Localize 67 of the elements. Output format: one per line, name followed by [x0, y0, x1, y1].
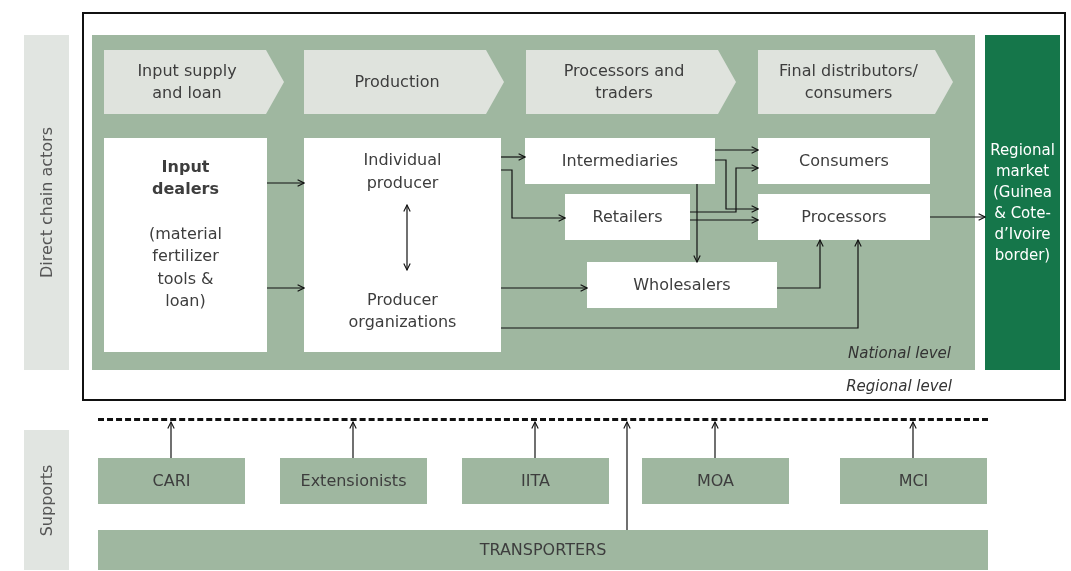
market-box: [985, 35, 1060, 370]
support-label: MOA: [696, 469, 735, 492]
actor-box: [758, 138, 930, 184]
band-label: Supports: [37, 464, 56, 536]
actor-label: Processors: [801, 205, 887, 228]
arrow: [349, 421, 357, 459]
actor-box: [304, 138, 501, 352]
arrow: [776, 239, 824, 289]
stage-label: Production: [354, 70, 440, 93]
arrow: [167, 421, 175, 459]
actor-box: [587, 262, 777, 308]
arrow: [689, 216, 759, 224]
support-box: [642, 458, 789, 504]
arrow: [909, 421, 917, 459]
arrow: [500, 169, 566, 222]
arrow: [500, 284, 588, 292]
arrow: [500, 239, 862, 329]
stage-header: [758, 50, 953, 114]
support-label: MCI: [898, 469, 929, 492]
arrow: [689, 164, 759, 213]
support-box: [98, 530, 988, 570]
support-box: [98, 458, 245, 504]
dashed-line: [98, 418, 988, 422]
arrow: [711, 421, 719, 459]
support-box: [280, 458, 427, 504]
support-label: Extensionists: [300, 469, 407, 492]
actor-description: (material fertilizer tools & loan): [148, 222, 223, 312]
regional-level-frame: [82, 12, 1066, 401]
support-label: TRANSPORTERS: [479, 538, 607, 561]
support-box: [462, 458, 609, 504]
stage-header: [304, 50, 504, 114]
actor-label: Retailers: [592, 205, 663, 228]
stage-label: Processors and traders: [562, 59, 686, 104]
level-label: Regional level: [846, 377, 952, 395]
arrow: [266, 179, 305, 187]
actor-box: [525, 138, 715, 184]
band-label: Direct chain actors: [37, 127, 56, 278]
stage-header: [526, 50, 736, 114]
actor-label: Individual producer: [362, 149, 443, 194]
actor-label: Consumers: [799, 149, 889, 172]
support-box: [840, 458, 987, 504]
market-label: Regional market (Guinea & Cote-d’Ivoire border): [989, 139, 1056, 266]
actor-label: Intermediaries: [561, 149, 679, 172]
support-label: IITA: [521, 469, 550, 492]
actor-box: [758, 194, 930, 240]
side-band: [24, 430, 69, 570]
arrow: [929, 213, 986, 221]
arrow: [714, 159, 759, 213]
arrow: [266, 284, 305, 292]
arrow: [623, 421, 631, 531]
arrow: [500, 153, 526, 161]
arrow: [403, 204, 411, 271]
arrow: [714, 146, 759, 154]
stage-label: Input supply and loan: [136, 59, 238, 104]
arrow: [693, 183, 701, 263]
level-label: National level: [848, 344, 951, 362]
actor-title: Input dealers: [151, 156, 220, 201]
actor-box: [565, 194, 690, 240]
side-band: [24, 35, 69, 370]
national-level-panel: [92, 35, 975, 370]
actor-label: Wholesalers: [633, 273, 731, 296]
arrow: [531, 421, 539, 459]
stage-label: Final distributors/ consumers: [778, 59, 919, 104]
actor-box: [104, 138, 267, 352]
stage-header: [104, 50, 284, 114]
support-label: CARI: [152, 469, 191, 492]
actor-label: Producer organizations: [347, 288, 458, 333]
